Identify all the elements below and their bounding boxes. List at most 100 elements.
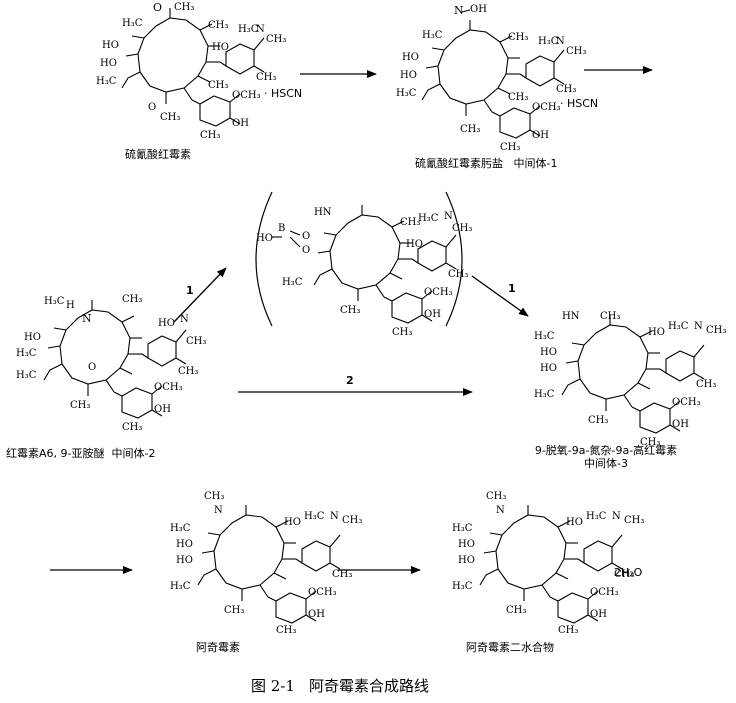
structure-9-deoxo-9a-aza-9a-homoerythromycin: HN CH₃ H₃C HO HO H₃C HO H₃C N CH₃ CH₃ CH… — [534, 311, 726, 448]
svg-text:O: O — [88, 362, 96, 373]
svg-text:HO: HO — [158, 318, 175, 329]
svg-text:CH₃: CH₃ — [342, 515, 362, 526]
svg-text:H₃C: H₃C — [586, 511, 607, 522]
svg-text:CH₃: CH₃ — [200, 130, 220, 141]
route-2-label: 2 — [346, 374, 354, 387]
structure-erythromycin-oxime-thiocyanate: N OH H₃C HO HO H₃C CH₃ H₃C N CH₃ CH₃ CH₃… — [396, 4, 586, 153]
svg-text:N: N — [330, 511, 339, 522]
svg-text:CH₃: CH₃ — [256, 72, 276, 83]
svg-text:H: H — [66, 300, 75, 311]
svg-text:OH: OH — [308, 609, 325, 620]
svg-text:N: N — [496, 505, 505, 516]
salt-label-1: · HSCN — [264, 87, 303, 100]
svg-text:O: O — [148, 102, 156, 113]
svg-text:H₃C: H₃C — [534, 331, 555, 342]
svg-text:CH₃: CH₃ — [508, 32, 528, 43]
svg-text:H₃C: H₃C — [16, 370, 37, 381]
svg-text:OH: OH — [154, 404, 171, 415]
svg-text:H₃C: H₃C — [16, 348, 37, 359]
svg-text:OCH₃: OCH₃ — [154, 382, 183, 393]
svg-text:CH₃: CH₃ — [122, 422, 142, 433]
compound-label: 硫氰酸红霉素 — [125, 148, 191, 161]
svg-text:H₃C: H₃C — [452, 523, 473, 534]
svg-text:CH₃: CH₃ — [506, 605, 526, 616]
structure-azithromycin-dihydrate: CH₃ N H₃C HO HO H₃C HO H₃C N CH₃ CH₃ CH₃… — [452, 491, 644, 636]
svg-text:OH: OH — [590, 609, 607, 620]
svg-text:H₃C: H₃C — [170, 581, 191, 592]
svg-text:HO: HO — [458, 555, 475, 566]
svg-text:CH₃: CH₃ — [460, 124, 480, 135]
svg-text:CH₃: CH₃ — [452, 223, 472, 234]
svg-text:HO: HO — [176, 539, 193, 550]
svg-text:CH₃: CH₃ — [558, 625, 578, 636]
svg-text:OCH₃: OCH₃ — [424, 287, 453, 298]
svg-text:HO: HO — [24, 332, 41, 343]
svg-text:N: N — [256, 24, 265, 35]
svg-text:CH₃: CH₃ — [508, 92, 528, 103]
svg-text:H₃C: H₃C — [396, 88, 417, 99]
svg-text:CH₃: CH₃ — [566, 46, 586, 57]
right-bracket — [445, 191, 463, 327]
svg-text:OH: OH — [424, 309, 441, 320]
svg-text:N: N — [180, 314, 189, 325]
svg-text:HO: HO — [540, 347, 557, 358]
svg-text:CH₃: CH₃ — [208, 80, 228, 91]
svg-text:CH₃: CH₃ — [208, 20, 228, 31]
svg-text:CH₃: CH₃ — [600, 311, 620, 322]
svg-text:H₃C: H₃C — [418, 213, 439, 224]
svg-text:HO: HO — [212, 42, 229, 53]
atom-o: O — [153, 1, 162, 14]
svg-text:H₃C: H₃C — [44, 296, 65, 307]
svg-text:N: N — [694, 321, 703, 332]
svg-text:B: B — [278, 223, 285, 234]
svg-text:N: N — [454, 4, 464, 17]
svg-text:OH: OH — [532, 130, 549, 141]
svg-text:HO: HO — [540, 363, 557, 374]
structure-azithromycin: CH₃ N H₃C HO HO H₃C HO H₃C N CH₃ CH₃ CH₃… — [170, 491, 362, 636]
svg-text:CH₃: CH₃ — [204, 491, 224, 502]
svg-text:HO: HO — [400, 70, 417, 81]
svg-text:CH₃: CH₃ — [178, 366, 198, 377]
compound-label: 硫氰酸红霉素肟盐 中间体-1 — [415, 157, 558, 170]
svg-text:HO: HO — [458, 539, 475, 550]
svg-text:OH: OH — [470, 4, 487, 15]
svg-text:N: N — [444, 211, 453, 222]
svg-text:H₃C: H₃C — [422, 30, 443, 41]
hydrate-label: 2H₂O — [614, 566, 643, 579]
svg-text:HO: HO — [176, 555, 193, 566]
svg-text:HN: HN — [562, 311, 580, 322]
compound-label: 9-脱氧-9a-氮杂-9a-高红霉素 中间体-3 — [534, 444, 678, 470]
svg-text:CH₃: CH₃ — [276, 625, 296, 636]
route-1-label-a: 1 — [186, 284, 194, 297]
svg-text:N: N — [612, 511, 621, 522]
svg-text:HO: HO — [102, 40, 119, 51]
structure-erythromycin-a-6-9-imino-ether: H₃C H N CH₃ HO H₃C H₃C O HO N CH₃ CH₃ CH… — [16, 294, 206, 433]
svg-text:HN: HN — [314, 207, 332, 218]
svg-text:CH₃: CH₃ — [500, 142, 520, 153]
svg-text:CH₃: CH₃ — [122, 294, 142, 305]
svg-text:H₃C: H₃C — [538, 36, 559, 47]
svg-text:CH₃: CH₃ — [340, 305, 360, 316]
svg-text:CH₃: CH₃ — [174, 2, 194, 13]
svg-text:CH₃: CH₃ — [624, 515, 644, 526]
compound-label: 阿奇霉素二水合物 — [466, 641, 554, 654]
figure-title: 阿奇霉素合成路线 — [308, 677, 429, 695]
svg-text:CH₃: CH₃ — [332, 569, 352, 580]
svg-text:HO: HO — [406, 239, 423, 250]
arrow-route-1-step-a — [173, 267, 227, 323]
route-1-label-b: 1 — [508, 282, 516, 295]
svg-text:CH₃: CH₃ — [392, 327, 412, 338]
svg-text:O: O — [302, 245, 310, 256]
svg-text:HO: HO — [648, 327, 665, 338]
svg-text:HO: HO — [256, 233, 273, 244]
svg-text:CH₃: CH₃ — [486, 491, 506, 502]
structure-erythromycin-thiocyanate: O H₃C HO HO H₃C CH₃ CH₃ HO H₃C N CH₃ CH₃… — [96, 1, 286, 141]
compound-label: 红霉素A6, 9-亚胺醚 中间体-2 — [6, 447, 156, 460]
svg-text:HO: HO — [566, 517, 583, 528]
svg-text:CH₃: CH₃ — [706, 325, 726, 336]
svg-text:OH: OH — [232, 118, 249, 129]
svg-text:CH₃: CH₃ — [556, 84, 576, 95]
compound-label: 阿奇霉素 — [196, 641, 240, 654]
